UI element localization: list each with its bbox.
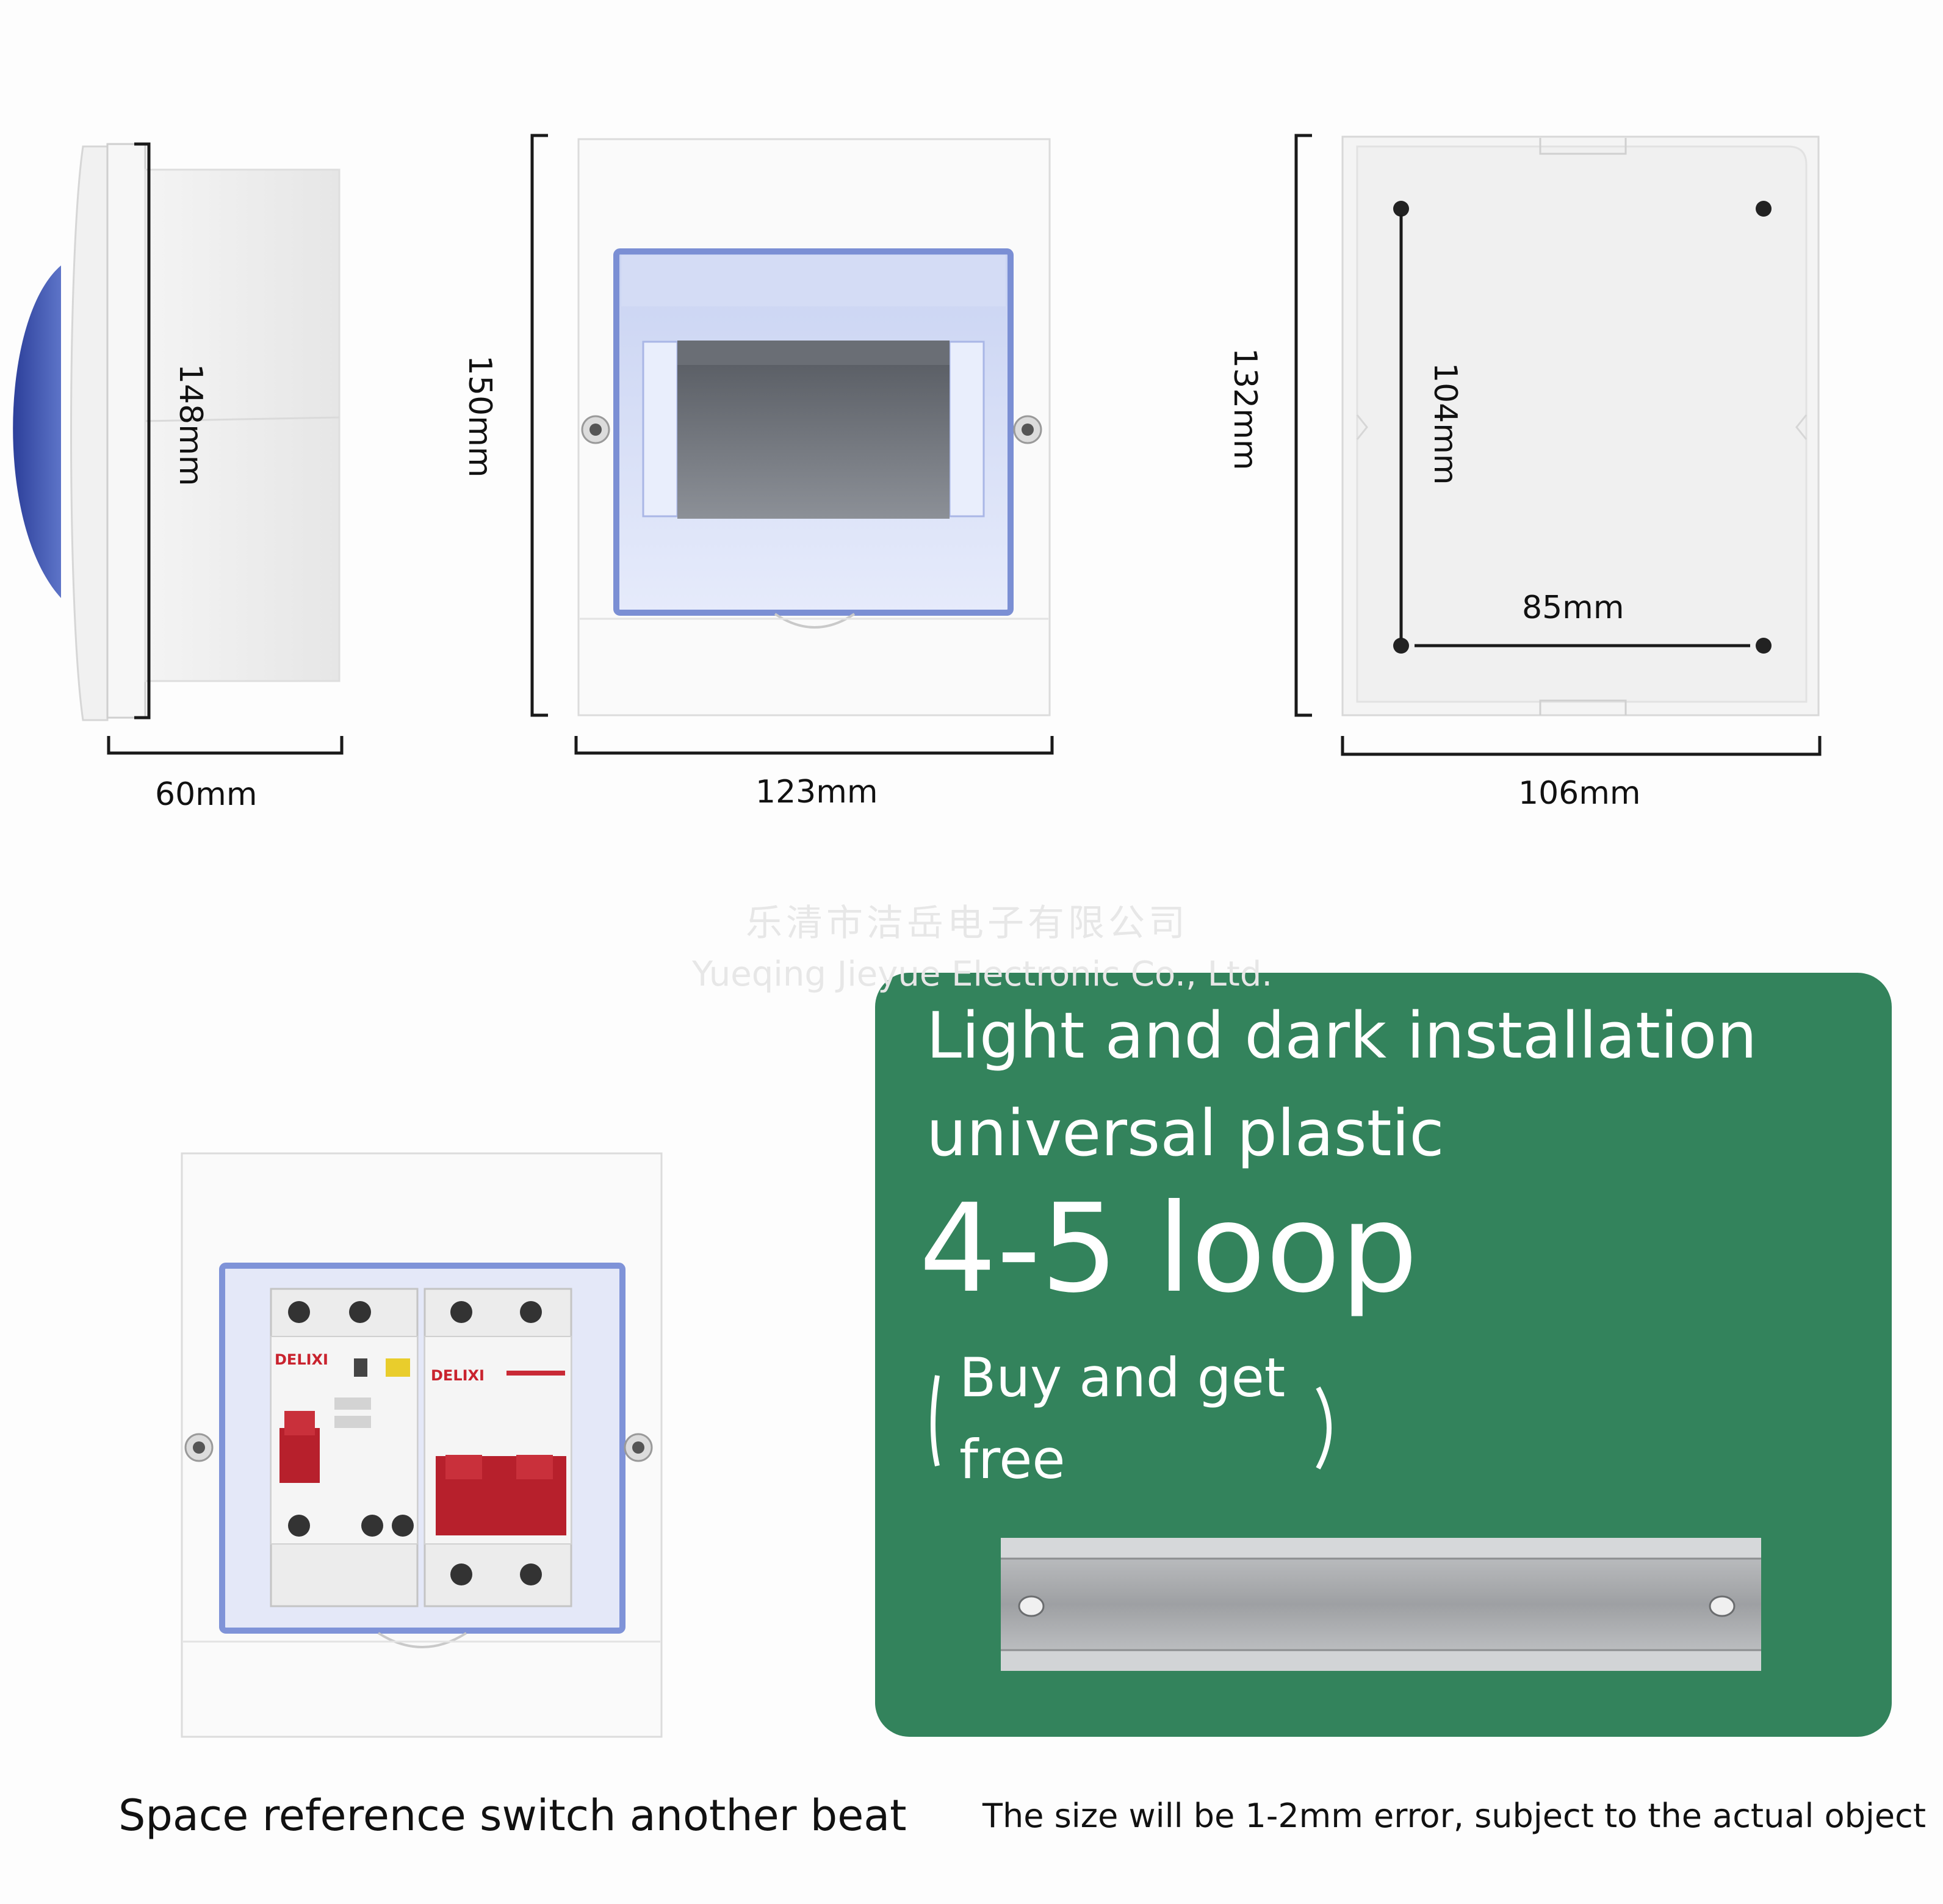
side-height-label: 148mm	[172, 364, 209, 486]
promo-bonus-line-1: Buy and get	[959, 1346, 1286, 1409]
promo-bonus-line-2: free	[959, 1428, 1065, 1491]
installed-breaker-enclosure	[181, 1152, 663, 1738]
caption-space-reference: Space reference switch another beat	[118, 1790, 907, 1841]
watermark-english: Yueqing Jieyue Electronic Co., Ltd.	[692, 954, 1273, 994]
hole-vertical-label: 104mm	[1427, 362, 1463, 485]
front-height-bracket	[530, 134, 548, 717]
side-height-bracket	[134, 142, 151, 719]
front-width-bracket	[574, 736, 1054, 755]
back-view-enclosure	[1341, 135, 1820, 716]
back-height-bracket	[1294, 134, 1312, 717]
back-width-label: 106mm	[1518, 775, 1641, 812]
watermark-chinese: 乐清市洁岳电子有限公司	[746, 902, 1189, 945]
back-width-bracket	[1341, 736, 1822, 756]
front-width-label: 123mm	[755, 774, 878, 810]
din-rail	[1001, 1538, 1761, 1671]
hole-horizontal-label: 85mm	[1522, 590, 1624, 626]
promo-line-1: Light and dark installation	[926, 998, 1757, 1073]
promo-headline: 4-5 loop	[919, 1178, 1418, 1320]
breaker-brand-label: DELIXI	[431, 1367, 485, 1384]
caption-size-error: The size will be 1-2mm error, subject to…	[982, 1797, 1926, 1835]
front-view-enclosure	[577, 138, 1051, 716]
back-height-label: 132mm	[1227, 348, 1263, 471]
side-view-enclosure	[13, 143, 341, 721]
promo-line-2: universal plastic	[926, 1096, 1444, 1170]
side-depth-label: 60mm	[155, 776, 258, 813]
breaker-brand-label: DELIXI	[275, 1351, 328, 1368]
front-height-label: 150mm	[461, 355, 498, 478]
side-depth-bracket	[107, 736, 344, 755]
